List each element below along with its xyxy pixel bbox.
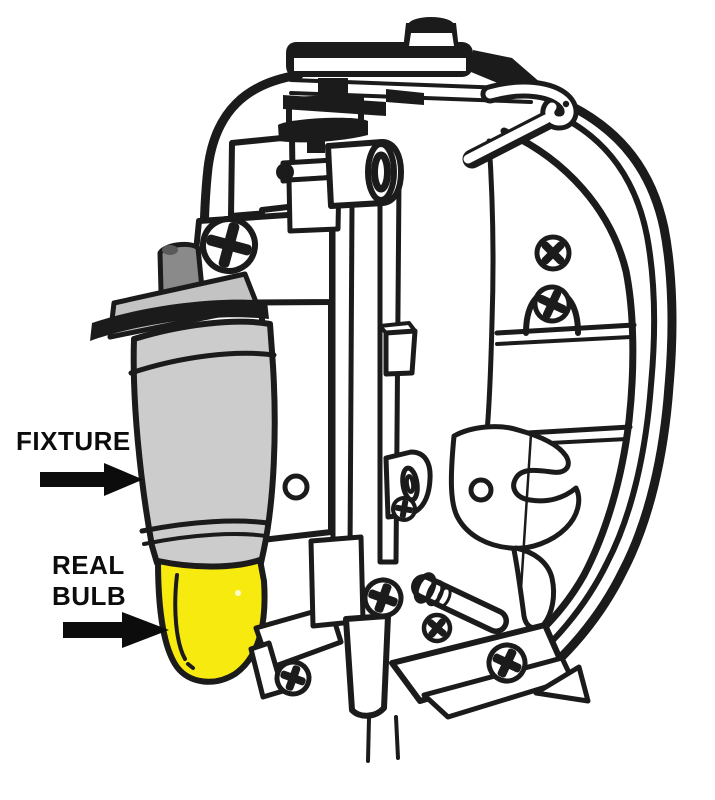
bulb-label: REAL BULB <box>52 550 126 612</box>
top-cover <box>283 17 555 116</box>
shaft-cylinder <box>325 139 404 209</box>
phillips-screw-fixture <box>200 216 258 274</box>
top-cap <box>403 17 459 50</box>
presser-bar <box>343 613 391 719</box>
phillips-screw-pin <box>421 612 453 644</box>
phillips-screw-clamp <box>362 577 404 619</box>
bulb-label-line2: BULB <box>52 581 127 611</box>
fixture-label: FIXTURE <box>16 426 131 456</box>
cross-screw-lower <box>532 284 572 324</box>
light-bulb <box>155 557 268 685</box>
phillips-screw-left <box>274 659 312 697</box>
phillips-screw-plate <box>486 642 528 684</box>
thread-line <box>519 432 533 591</box>
fixture-arrow-icon <box>40 463 143 496</box>
pivot-pin <box>411 572 509 634</box>
bulb-arrow-icon <box>63 612 169 648</box>
light-fixture <box>90 241 278 573</box>
cross-screw-upper <box>534 234 572 272</box>
needle-bar <box>366 716 371 763</box>
phillips-screw-small <box>391 496 417 522</box>
needle <box>394 715 400 760</box>
right-panel-details <box>448 234 637 631</box>
bracket-hole <box>282 473 310 501</box>
bulb-label-line1: REAL <box>52 550 125 580</box>
thread-guide-hook <box>462 79 579 169</box>
lower-mechanism <box>248 496 591 763</box>
tension-lever <box>448 424 582 631</box>
